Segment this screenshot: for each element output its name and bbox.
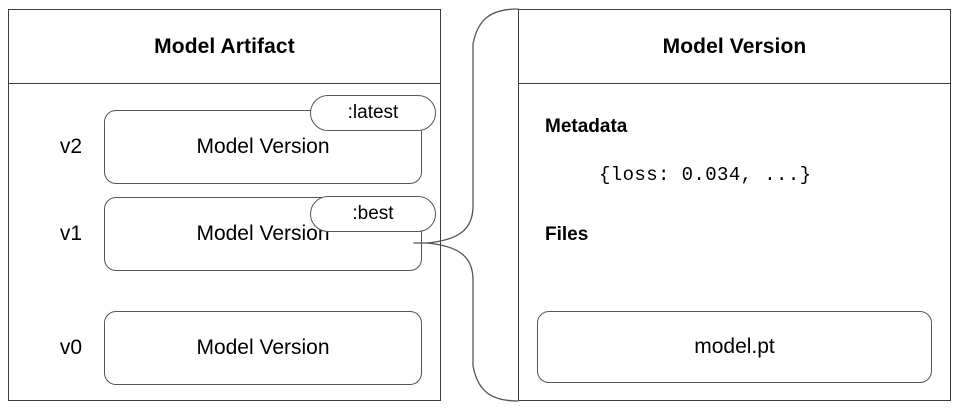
model-artifact-header: Model Artifact: [9, 10, 440, 84]
files-heading: Files: [545, 224, 589, 245]
file-item-label: model.pt: [694, 335, 775, 358]
model-version-box-label-v1: Model Version: [196, 222, 330, 245]
model-artifact-title: Model Artifact: [154, 34, 295, 58]
alias-tag-best[interactable]: :best: [310, 196, 436, 232]
model-version-header: Model Version: [519, 10, 950, 84]
model-artifact-body: v2 Model Version v1 Model Version v0 Mod…: [9, 84, 440, 400]
model-version-title: Model Version: [662, 34, 807, 58]
version-label-v1: v1: [59, 222, 83, 245]
metadata-heading: Metadata: [545, 116, 628, 137]
alias-tag-latest-label: :latest: [347, 102, 399, 123]
model-version-box-label-v2: Model Version: [196, 135, 330, 158]
model-version-body: Metadata {loss: 0.034, ...} Files model.…: [519, 84, 950, 400]
file-item-model-pt[interactable]: model.pt: [537, 311, 932, 383]
model-version-panel: Model Version Metadata {loss: 0.034, ...…: [518, 9, 951, 401]
alias-tag-latest[interactable]: :latest: [310, 95, 436, 131]
version-label-v2: v2: [59, 135, 83, 158]
version-label-v0: v0: [59, 336, 83, 359]
metadata-value: {loss: 0.034, ...}: [599, 164, 812, 186]
version-row-v0[interactable]: v0 Model Version: [9, 311, 440, 385]
model-version-box-v0[interactable]: Model Version: [104, 311, 422, 385]
alias-tag-best-label: :best: [352, 203, 394, 224]
model-version-box-label-v0: Model Version: [196, 336, 330, 359]
